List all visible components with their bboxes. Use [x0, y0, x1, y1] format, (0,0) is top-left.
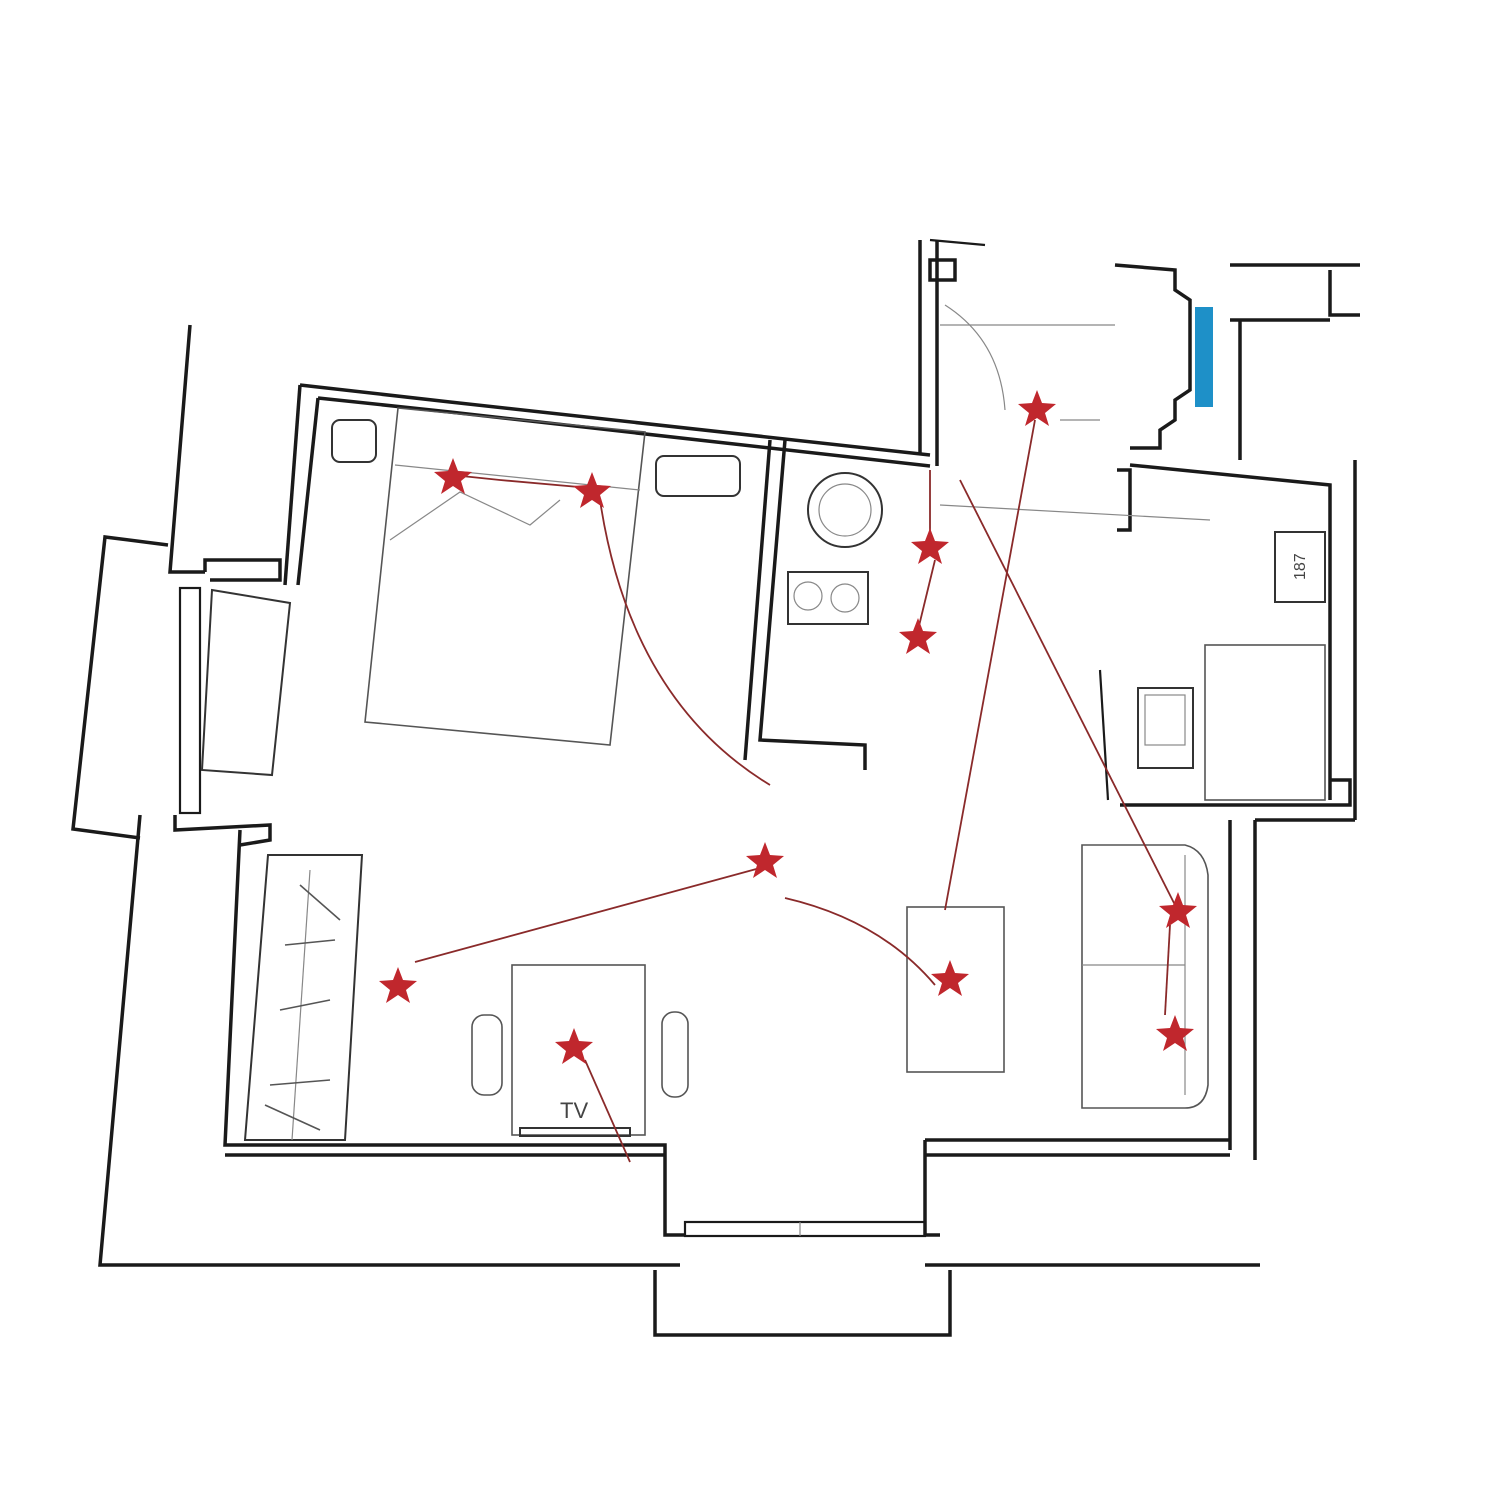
sink-icon [807, 472, 883, 548]
light-point-star-icon [1159, 892, 1197, 928]
walls [71, 238, 1360, 1337]
furniture: TV 187 [200, 304, 1326, 1141]
light-point-star-icon [746, 842, 784, 878]
tv-label: TV [560, 1098, 588, 1123]
light-point-star-icon [931, 960, 969, 996]
wiring [414, 419, 1176, 1163]
light-point-star-icon [434, 458, 472, 494]
light-point-star-icon [911, 528, 949, 564]
hob-icon [787, 571, 869, 625]
light-point-star-icon [573, 472, 611, 508]
light-point-star-icon [899, 618, 937, 654]
radiator [1195, 307, 1213, 407]
light-point-star-icon [379, 967, 417, 1003]
light-point-star-icon [555, 1028, 593, 1064]
light-point-star-icon [1156, 1015, 1194, 1051]
light-point-star-icon [1018, 390, 1056, 426]
light-points [379, 390, 1197, 1064]
cooktop-label: 187 [1292, 553, 1309, 580]
